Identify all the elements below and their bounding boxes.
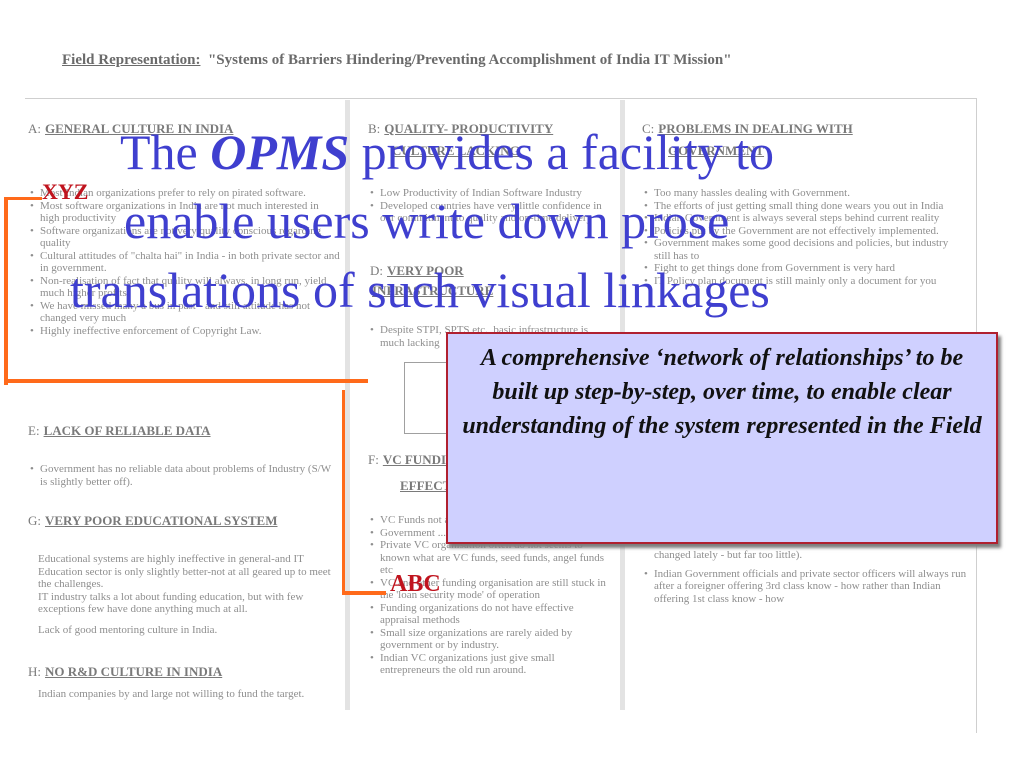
list-item: Indian Government is always several step… [644,212,967,225]
list-item: Government ... [370,527,613,540]
section-g-title: G:VERY POOR EDUCATIONAL SYSTEM [28,513,278,528]
list-item: Government makes some good decisions and… [644,237,967,262]
overlay-title: The OPMS provides a facility to enable u… [70,118,1024,325]
bracket-vertical-mid [342,390,345,594]
section-b-title-line2: CULTURE LACKING [392,143,520,158]
list-item: Government has no reliable data about pr… [30,463,340,488]
section-f-body: VC Funds not available Government ... Pr… [368,514,613,677]
section-a-title: A:GENERAL CULTURE IN INDIA [28,121,234,136]
callout-text: A comprehensive ‘network of relationship… [462,345,982,439]
list-item: We have missed many a bus in past - and … [30,300,340,325]
page-header: Field Representation: "Systems of Barrie… [62,52,732,69]
callout-box: A comprehensive ‘network of relationship… [446,332,998,544]
list-item: Highly ineffective enforcement of Copyri… [30,325,340,338]
overlay-line-1: The OPMS provides a facility to [120,124,775,180]
list-item: Fight to get things done from Government… [644,262,967,275]
overlay-line-2: enable users write down prose [124,193,730,249]
section-d-title: D:VERY POOR [370,263,464,278]
section-e-body: Government has no reliable data about pr… [28,463,340,488]
xyz-label: XYZ [42,179,89,204]
frame-top-border [25,98,977,99]
opms-emphasis: OPMS [210,124,350,180]
section-c-body: Too many hassles dealing with Government… [642,187,967,287]
header-label: Field Representation: [62,52,201,68]
list-item: Too many hassles dealing with Government… [644,187,967,200]
bracket-bottom-line [4,379,368,383]
abc-label: ABC [390,571,441,597]
bracket-top-left [4,197,42,200]
list-item: Policies put by the Government are not e… [644,225,967,238]
list-item: Developed countries have very little con… [370,200,613,225]
list-item: Software organizations are not very qual… [30,225,340,250]
bracket-bottom-mid [342,591,386,595]
paragraph: Indian companies by and large not willin… [38,688,305,700]
list-item: Indian VC organizations just give small … [370,652,613,677]
list-item: Cultural attitudes of "chalta hai" in In… [30,250,340,275]
list-item: Small size organizations are rarely aide… [370,627,613,652]
section-g-body: Educational systems are highly ineffecti… [38,553,338,636]
header-title: "Systems of Barriers Hindering/Preventin… [207,52,732,68]
list-item: Funding organizations do not have effect… [370,602,613,627]
section-h-body: Indian companies by and large not willin… [38,688,338,701]
list-item: Non-realisation of fact that quality wil… [30,275,340,300]
list-item: IT Policy plan document is still mainly … [644,275,967,288]
section-e-title: E:LACK OF RELIABLE DATA [28,423,211,438]
section-a-body: Most Indian organizations prefer to rely… [28,187,340,337]
connector-box [404,362,450,434]
column-divider-left [345,100,350,710]
list-item: The efforts of just getting small thing … [644,200,967,213]
list-item: VC and other funding organisation are st… [370,577,613,602]
bracket-vertical-left [4,197,8,385]
section-b-body: Low Productivity of Indian Software Indu… [368,187,613,225]
paragraph: changed lately - but far too little). [654,549,803,561]
section-c-title: C:PROBLEMS IN DEALING WITH [642,121,853,136]
section-h-title: H:NO R&D CULTURE IN INDIA [28,664,223,679]
paragraph: IT industry talks a lot about funding ed… [38,590,304,616]
list-item: Low Productivity of Indian Software Indu… [370,187,613,200]
list-item: Most software organizations in India are… [30,200,340,225]
section-i-body: changed lately - but far too little). In… [642,549,967,605]
list-item: Most Indian organizations prefer to rely… [30,187,340,200]
overlay-line-3: translations of such visual linkages [70,262,770,318]
list-item: Indian Government officials and private … [644,568,967,606]
section-c-title-line2: GOVERNMENT [668,143,765,158]
paragraph: Educational systems are highly ineffecti… [38,553,331,590]
paragraph: Lack of good mentoring culture in India. [38,623,218,636]
section-b-title: B:QUALITY- PRODUCTIVITY [368,121,554,136]
section-d-title-line2: INFRASTRUCTURE [372,283,494,298]
